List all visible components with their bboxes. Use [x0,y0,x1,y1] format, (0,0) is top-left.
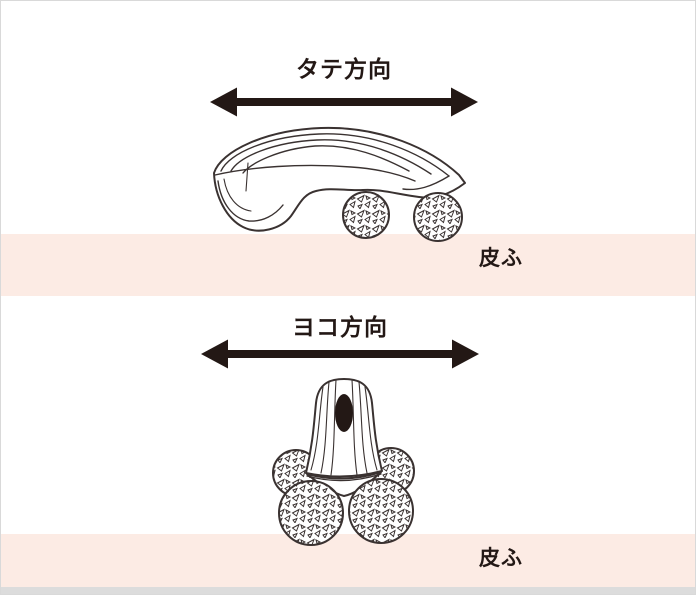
roller-ball-left [342,191,390,239]
handle-slot [335,394,353,432]
roller-ball-front-left [278,480,344,546]
arrow-shaft [226,350,454,358]
arrowhead-right-icon [452,339,479,369]
roller-ball-right [413,192,463,242]
arrowhead-left-icon [201,339,228,369]
face-roller-front-view-icon [272,378,415,546]
arrowhead-left-icon [210,87,237,117]
bottom-edge-strip [1,587,695,594]
roller-ball-front-right [348,478,414,544]
arrowhead-right-icon [451,87,478,117]
arrow-shaft [235,98,453,106]
skin-band: 皮ふ [1,534,695,588]
double-arrow-icon [210,87,478,117]
skin-band: 皮ふ [1,234,695,296]
skin-label: 皮ふ [479,246,523,270]
direction-label-horizontal: ヨコ方向 [292,315,388,341]
skin-label: 皮ふ [479,546,523,570]
face-roller-side-view-icon [213,126,466,242]
direction-label-vertical: タテ方向 [296,57,392,83]
double-arrow-icon [201,339,479,369]
